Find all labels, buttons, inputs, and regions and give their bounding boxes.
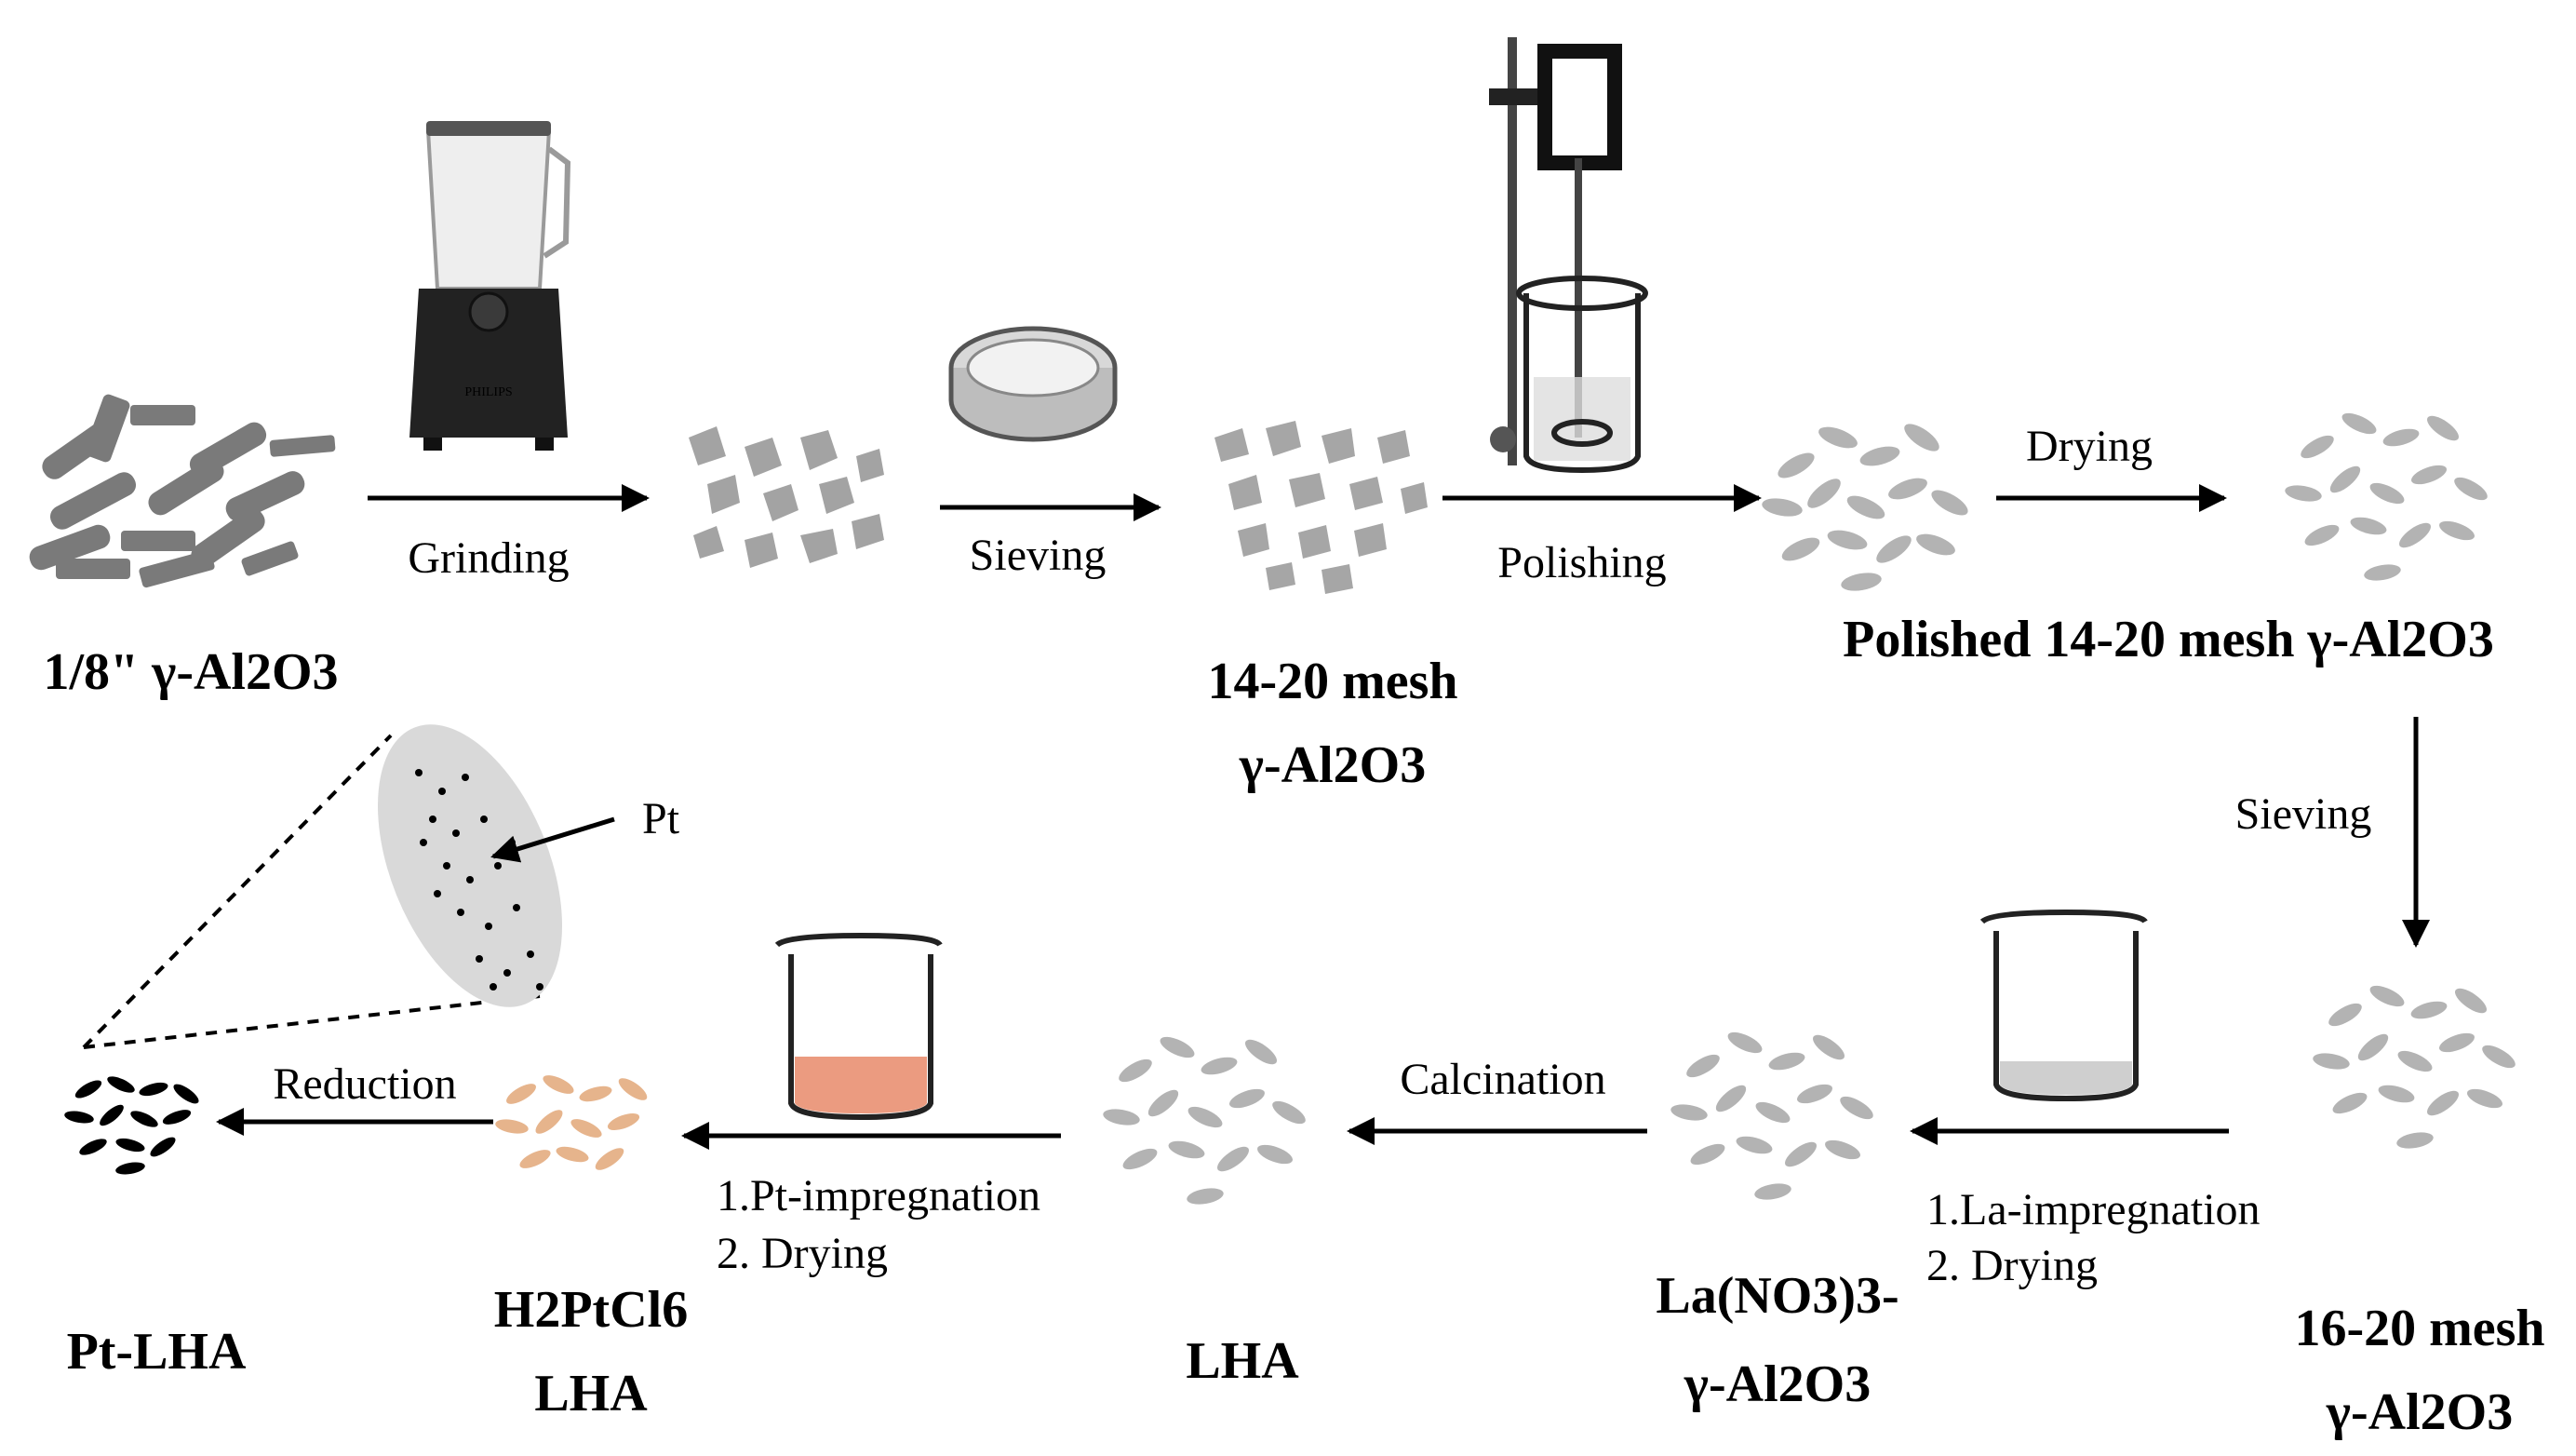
step-grinding: Grinding <box>408 533 569 583</box>
mesh-14-20-particles <box>1214 421 1428 594</box>
label-mesh-16-20-line2: γ-Al2O3 <box>2326 1383 2513 1441</box>
blender-icon: PHILIPS <box>409 121 571 451</box>
label-la-line2: γ-Al2O3 <box>1684 1355 1871 1413</box>
pt-zoom-callout: Pt <box>82 724 680 1049</box>
pt-lha-particles <box>64 1076 199 1175</box>
label-h2ptcl6-line1: H2PtCl6 <box>494 1281 688 1339</box>
ground-powder-icon <box>689 426 884 568</box>
callout-pt-label: Pt <box>642 794 680 843</box>
polished-particles <box>1762 424 1968 591</box>
step-reduction: Reduction <box>273 1059 456 1109</box>
label-h2ptcl6-line2: LHA <box>534 1365 648 1422</box>
pt-beaker-icon <box>774 932 943 1121</box>
polishing-stirrer-icon <box>1489 37 1648 474</box>
pt-pointer-arrow <box>490 816 615 863</box>
step-sieving-2: Sieving <box>2235 789 2372 839</box>
label-mesh-14-20-line2: γ-Al2O3 <box>1239 736 1426 794</box>
label-polished: Polished 14-20 mesh γ-Al2O3 <box>1843 611 2494 668</box>
la-particles <box>1670 1031 1873 1200</box>
step-la-2: 2. Drying <box>1926 1241 2098 1290</box>
h2ptcl6-particles <box>495 1075 648 1170</box>
dried-particles <box>2285 412 2488 581</box>
sieve-icon <box>948 326 1118 442</box>
label-pellets: 1/8" γ-Al2O3 <box>43 643 338 701</box>
step-calcination: Calcination <box>1400 1055 1605 1104</box>
step-drying: Drying <box>2026 422 2153 471</box>
label-la-line1: La(NO3)3- <box>1656 1267 1898 1325</box>
lha-particles <box>1103 1036 1306 1205</box>
la-beaker-icon <box>1979 909 2148 1102</box>
blender-brand: PHILIPS <box>464 385 512 399</box>
step-la-1: 1.La-impregnation <box>1926 1185 2261 1234</box>
step-pt-2: 2. Drying <box>717 1229 888 1278</box>
step-pt-1: 1.Pt-impregnation <box>717 1171 1040 1220</box>
step-polishing: Polishing <box>1497 538 1666 587</box>
step-sieving-1: Sieving <box>970 531 1107 580</box>
label-mesh-14-20-line1: 14-20 mesh <box>1207 653 1457 710</box>
label-lha: LHA <box>1186 1332 1299 1390</box>
label-mesh-16-20-line1: 16-20 mesh <box>2294 1300 2544 1357</box>
mesh-16-20-particles <box>2313 985 2516 1149</box>
label-pt-lha: Pt-LHA <box>67 1323 247 1381</box>
pellets-icon <box>29 394 336 588</box>
